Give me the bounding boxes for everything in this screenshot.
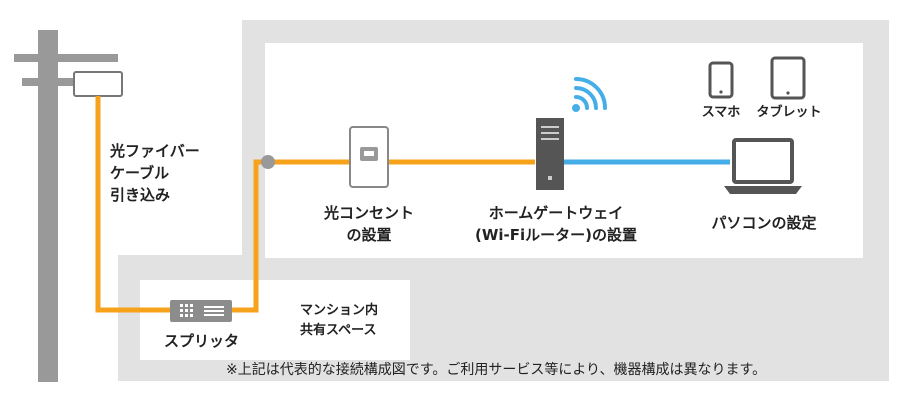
wall-entry-point (261, 155, 275, 169)
fiber-cable-label: 光ファイバー ケーブル 引き込み (110, 140, 200, 206)
gateway-label-line2: (Wi-Fiルーター)の設置 (474, 226, 638, 244)
utility-pole-icon (14, 30, 118, 382)
gateway-label-line1: ホームゲートウェイ (488, 204, 624, 222)
splitter-icon (170, 300, 232, 322)
splitter-label: スプリッタ (164, 332, 240, 350)
gateway-label: ホームゲートウェイ (Wi-Fiルーター)の設置 (475, 202, 637, 246)
smartphone-label: スマホ (701, 105, 741, 120)
smartphone-icon (708, 61, 734, 99)
outlet-label-line2: の設置 (346, 226, 392, 244)
fiber-label-line3: 引き込み (110, 186, 171, 204)
tablet-icon (770, 56, 806, 100)
laptop-icon (724, 138, 802, 194)
gateway-icon (536, 118, 564, 190)
fiber-label-line1: 光ファイバー (110, 142, 200, 160)
outlet-label-line1: 光コンセント (323, 204, 415, 222)
pole-closure-box (73, 71, 123, 97)
pc-setup-label: パソコンの設定 (711, 214, 817, 232)
shared-space-label: マンション内 共有スペース (300, 301, 378, 341)
fiber-label-line2: ケーブル (110, 164, 170, 182)
tablet-label: タブレット (756, 105, 822, 120)
shared-label-line2: 共有スペース (300, 323, 377, 338)
wifi-icon (572, 77, 607, 112)
footnote: ※上記は代表的な接続構成図です。ご利用サービス等により、機器構成は異なります。 (226, 362, 767, 378)
optical-outlet-icon (349, 126, 389, 188)
optical-outlet-label: 光コンセント の設置 (324, 202, 414, 246)
shared-label-line1: マンション内 (300, 303, 379, 318)
